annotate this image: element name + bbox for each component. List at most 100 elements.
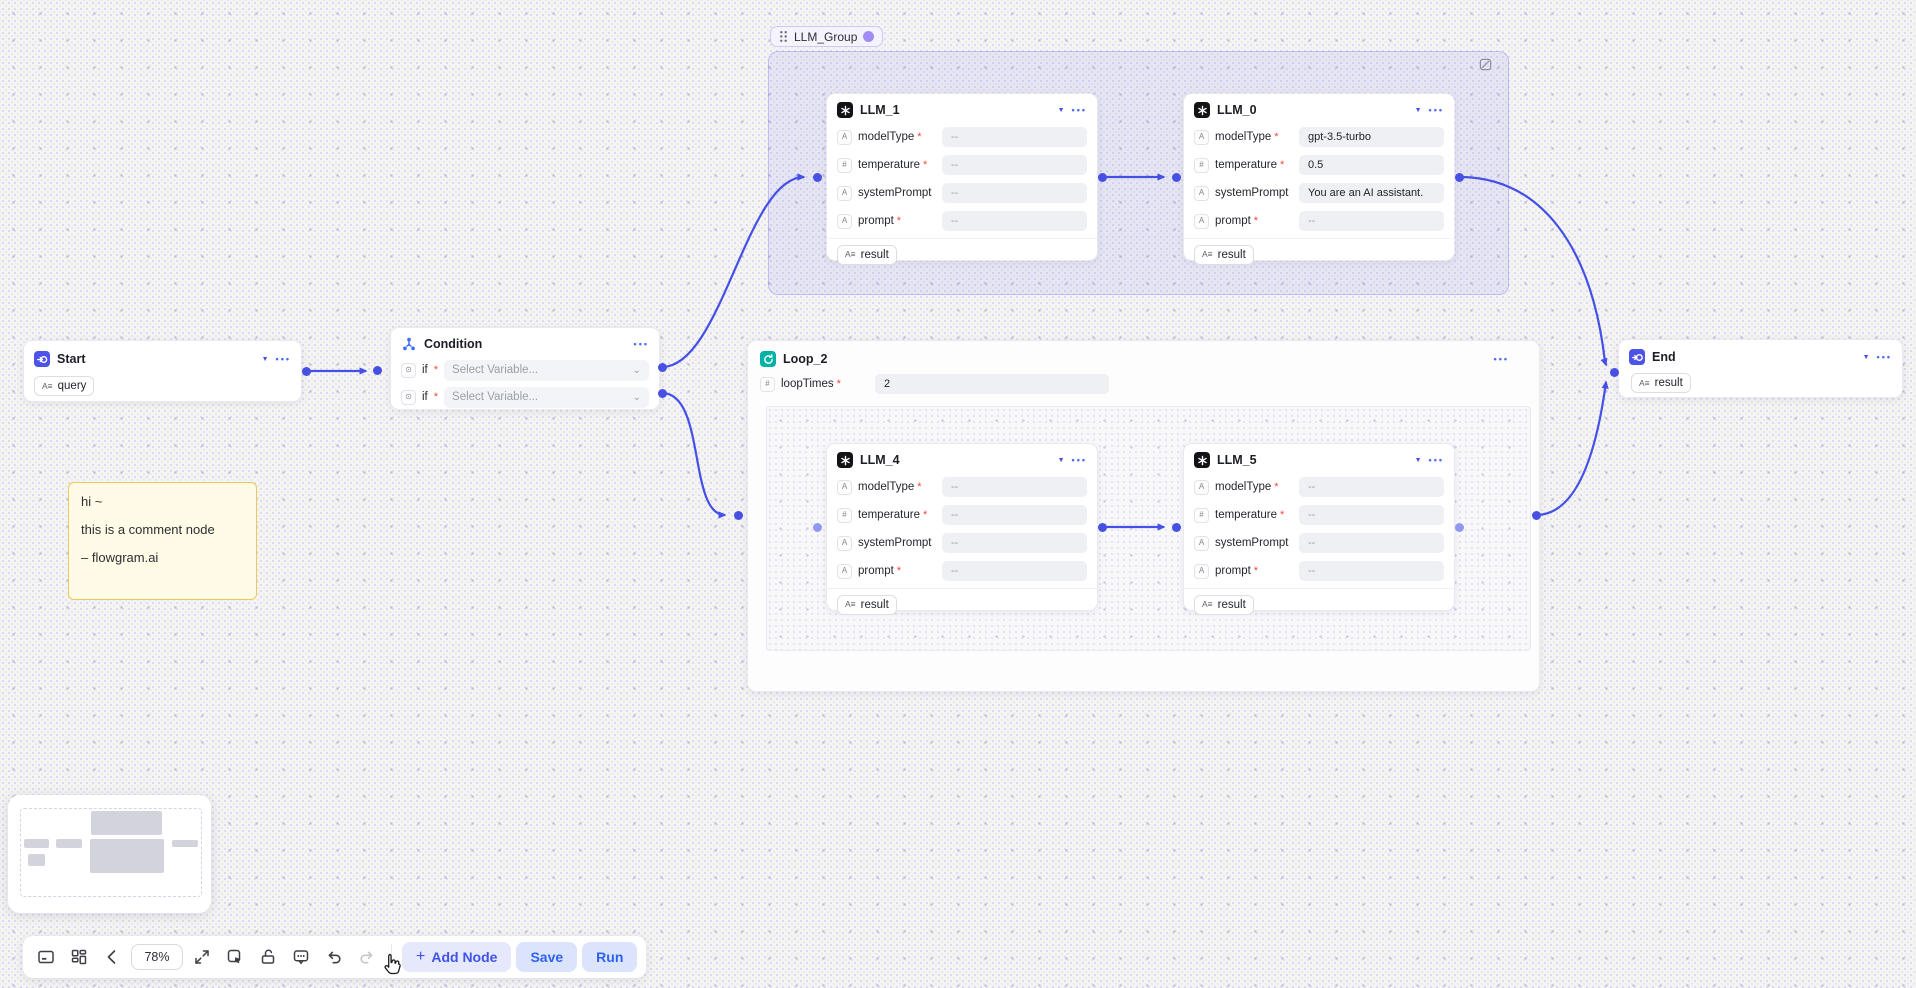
more-menu-icon[interactable]: •••: [1428, 455, 1444, 465]
model-type-input[interactable]: --: [942, 477, 1087, 497]
auto-layout-icon[interactable]: [65, 943, 93, 971]
model-type-input[interactable]: --: [942, 127, 1087, 147]
prompt-input[interactable]: --: [942, 211, 1087, 231]
expand-fullscreen-icon[interactable]: [188, 943, 216, 971]
condition-type-icon: ⊙: [401, 362, 416, 378]
system-prompt-input[interactable]: --: [942, 533, 1087, 553]
prompt-input[interactable]: --: [942, 561, 1087, 581]
node-title: LLM_4: [860, 453, 900, 467]
output-tag-result[interactable]: A≡result: [1194, 594, 1254, 615]
group-color-swatch[interactable]: [863, 31, 875, 42]
string-type-icon: A≡: [1202, 249, 1213, 260]
group-label-pill[interactable]: LLM_Group: [770, 26, 884, 47]
prompt-input[interactable]: --: [1299, 211, 1444, 231]
output-tag-result[interactable]: A≡result: [1194, 244, 1254, 265]
minimap[interactable]: [8, 795, 211, 913]
minimap-block-end: [172, 840, 198, 847]
string-type-icon: A≡: [845, 249, 856, 260]
temperature-input[interactable]: --: [942, 155, 1087, 175]
collapse-caret-icon[interactable]: ▼: [1862, 353, 1870, 361]
prompt-input[interactable]: --: [1299, 561, 1444, 581]
drag-handle-icon[interactable]: [779, 30, 788, 43]
more-menu-icon[interactable]: •••: [1428, 105, 1444, 115]
output-tag-query[interactable]: A≡ query: [34, 376, 95, 397]
port-llm5-out[interactable]: [1454, 522, 1464, 532]
end-node-icon: [1629, 349, 1645, 365]
select-variable-dropdown[interactable]: Select Variable... ⌄: [444, 386, 649, 408]
collapse-caret-icon[interactable]: ▼: [1057, 106, 1065, 114]
ungroup-icon[interactable]: [1479, 58, 1492, 71]
port-llm5-in[interactable]: [1171, 522, 1181, 532]
edge-condition-loop[interactable]: [661, 391, 727, 519]
node-condition[interactable]: Condition ••• ⊙ if * Select Variable... …: [390, 327, 660, 410]
model-type-input[interactable]: --: [1299, 477, 1444, 497]
pointer-mode-icon[interactable]: [221, 943, 249, 971]
system-prompt-input[interactable]: --: [1299, 533, 1444, 553]
port-loop-in[interactable]: [733, 510, 743, 520]
comment-line: – flowgram.ai: [81, 550, 159, 565]
port-condition-in[interactable]: [372, 365, 382, 375]
condition-type-icon: ⊙: [401, 389, 416, 405]
save-button[interactable]: Save: [516, 942, 578, 972]
output-tag-result[interactable]: A≡ result: [1631, 373, 1691, 394]
collapse-caret-icon[interactable]: ▼: [261, 355, 269, 363]
undo-icon[interactable]: [320, 943, 348, 971]
redo-icon[interactable]: [353, 943, 381, 971]
temperature-input[interactable]: --: [1299, 505, 1444, 525]
collapse-caret-icon[interactable]: ▼: [1414, 456, 1422, 464]
collapse-caret-icon[interactable]: ▼: [1057, 456, 1065, 464]
more-menu-icon[interactable]: •••: [1071, 105, 1087, 115]
more-menu-icon[interactable]: •••: [275, 354, 291, 364]
temperature-input[interactable]: 0.5: [1299, 155, 1444, 175]
add-node-button[interactable]: + Add Node: [402, 942, 512, 972]
port-llm1-in[interactable]: [812, 172, 822, 182]
minimap-viewport[interactable]: [20, 808, 202, 897]
port-end-in[interactable]: [1609, 367, 1619, 377]
port-llm4-out[interactable]: [1097, 522, 1107, 532]
lock-icon[interactable]: [254, 943, 282, 971]
port-llm4-in[interactable]: [812, 522, 822, 532]
collapse-caret-icon[interactable]: ▼: [1414, 106, 1422, 114]
port-llm0-in[interactable]: [1171, 172, 1181, 182]
system-prompt-input[interactable]: --: [942, 183, 1087, 203]
edge-loop-end[interactable]: [1535, 380, 1609, 517]
loop-node-icon: [760, 351, 776, 367]
temperature-input[interactable]: --: [942, 505, 1087, 525]
output-tag-result[interactable]: A≡result: [837, 244, 897, 265]
port-start-out[interactable]: [301, 366, 311, 376]
loop-times-input[interactable]: 2: [875, 374, 1109, 394]
port-condition-out-1[interactable]: [657, 362, 667, 372]
edge-llm0-end-tip[interactable]: [1600, 357, 1608, 367]
string-type-icon: A: [1194, 213, 1209, 229]
minimap-toggle-icon[interactable]: [32, 943, 60, 971]
fit-view-icon[interactable]: [98, 943, 126, 971]
node-end[interactable]: End ▼ ••• A≡ result: [1618, 339, 1903, 398]
more-menu-icon[interactable]: •••: [633, 339, 649, 349]
comment-tool-icon[interactable]: [287, 943, 315, 971]
port-condition-out-2[interactable]: [657, 388, 667, 398]
more-menu-icon[interactable]: •••: [1493, 354, 1509, 364]
node-title: End: [1652, 350, 1676, 364]
more-menu-icon[interactable]: •••: [1876, 352, 1892, 362]
run-button[interactable]: Run: [582, 942, 638, 972]
more-menu-icon[interactable]: •••: [1071, 455, 1087, 465]
port-llm1-out[interactable]: [1097, 172, 1107, 182]
system-prompt-input[interactable]: You are an AI assistant.: [1299, 183, 1444, 203]
port-loop-out[interactable]: [1531, 510, 1541, 520]
zoom-level-input[interactable]: 78%: [131, 944, 183, 970]
model-type-input[interactable]: gpt-3.5-turbo: [1299, 127, 1444, 147]
llm-node-icon: [1194, 102, 1210, 118]
node-title: Loop_2: [783, 352, 828, 366]
node-start[interactable]: Start ▼ ••• A≡ query: [23, 340, 302, 402]
select-variable-dropdown[interactable]: Select Variable... ⌄: [444, 359, 649, 381]
number-type-icon: #: [760, 376, 775, 392]
comment-node[interactable]: hi ~ this is a comment node – flowgram.a…: [68, 482, 257, 600]
output-tag-result[interactable]: A≡result: [837, 594, 897, 615]
port-llm0-out[interactable]: [1454, 172, 1464, 182]
loop-times-row: # loopTimes * 2: [750, 371, 1537, 397]
